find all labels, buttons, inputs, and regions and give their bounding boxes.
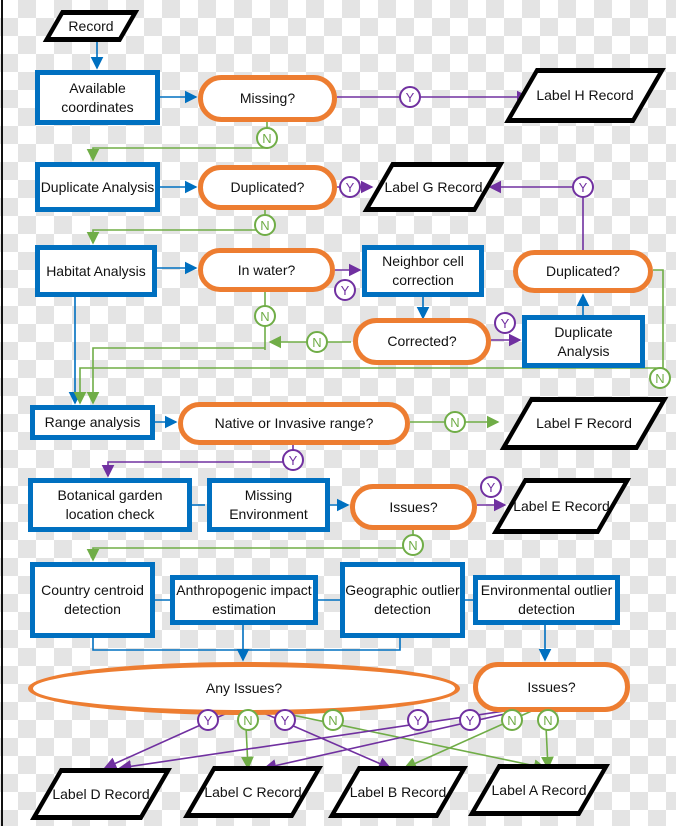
country-centroid-step[interactable]: Country centroid detection <box>30 562 155 638</box>
node-label: Issues? <box>527 678 576 695</box>
left-border <box>1 0 3 826</box>
yes-badge: Y <box>572 176 594 198</box>
native-invasive-decision[interactable]: Native or Invasive range? <box>178 402 410 445</box>
no-badge: N <box>306 331 328 353</box>
node-label: Habitat Analysis <box>46 262 146 279</box>
duplicated-decision[interactable]: Duplicated? <box>198 165 337 210</box>
node-label: Label B Record <box>349 783 447 800</box>
habitat-analysis-step[interactable]: Habitat Analysis <box>35 245 157 297</box>
yes-badge: Y <box>399 86 421 108</box>
yes-badge: Y <box>480 476 502 498</box>
node-label: Native or Invasive range? <box>214 415 374 431</box>
label-a-output[interactable]: Label A Record <box>483 764 595 816</box>
node-label: Environmental outlier detection <box>480 582 613 617</box>
no-badge: N <box>649 367 671 389</box>
label-h-output[interactable]: Label H Record <box>520 68 650 123</box>
botanical-garden-check-step[interactable]: Botanical garden location check <box>28 478 192 532</box>
yes-badge: Y <box>274 709 296 731</box>
anthropogenic-impact-step[interactable]: Anthropogenic impact estimation <box>170 575 318 625</box>
label-f-output[interactable]: Label F Record <box>515 397 653 450</box>
node-label: Duplicate Analysis <box>554 323 613 359</box>
node-label: Neighbor cell correction <box>382 253 464 288</box>
no-badge: N <box>537 709 559 731</box>
neighbor-cell-correction-step[interactable]: Neighbor cell correction <box>362 245 484 297</box>
node-label: In water? <box>237 261 296 278</box>
node-label: Any Issues? <box>205 680 283 696</box>
yes-badge: Y <box>282 449 304 471</box>
node-label: Missing Environment <box>229 487 308 522</box>
node-label: Label E Record <box>513 497 610 514</box>
label-c-output[interactable]: Label C Record <box>198 766 308 818</box>
duplicate-analysis-step-2[interactable]: Duplicate Analysis <box>522 315 645 368</box>
missing-environment-step[interactable]: Missing Environment <box>207 478 330 532</box>
node-label: Label F Record <box>536 415 632 431</box>
geographic-outlier-step[interactable]: Geographic outlier detection <box>340 562 465 638</box>
yes-badge: Y <box>197 709 219 731</box>
issues-decision[interactable]: Issues? <box>350 484 477 530</box>
node-label: Range analysis <box>44 414 141 430</box>
label-e-output[interactable]: Label E Record <box>508 478 615 534</box>
label-d-output[interactable]: Label D Record <box>45 768 157 820</box>
environmental-outlier-step[interactable]: Environmental outlier detection <box>473 575 620 625</box>
available-coordinates-step[interactable]: Available coordinates <box>35 70 160 125</box>
no-badge: N <box>254 305 276 327</box>
node-label: Available coordinates <box>61 79 134 115</box>
label-b-output[interactable]: Label B Record <box>343 766 453 818</box>
node-label: Duplicated? <box>546 263 620 279</box>
yes-badge: Y <box>494 312 516 334</box>
any-issues-decision[interactable]: Any Issues? <box>28 662 460 715</box>
node-label: Issues? <box>389 498 438 515</box>
yes-badge: Y <box>339 176 361 198</box>
no-badge: N <box>501 709 523 731</box>
node-label: Country centroid detection <box>41 582 144 617</box>
label-g-output[interactable]: Label G Record <box>377 162 490 212</box>
node-label: Label A Record <box>491 781 587 798</box>
yes-badge: Y <box>407 709 429 731</box>
corrected-decision[interactable]: Corrected? <box>353 318 491 365</box>
duplicate-analysis-step[interactable]: Duplicate Analysis <box>35 162 160 212</box>
node-label: Missing? <box>239 90 296 106</box>
missing-decision[interactable]: Missing? <box>198 75 337 122</box>
no-badge: N <box>402 534 424 556</box>
record-input[interactable]: Record <box>52 10 130 42</box>
node-label: Label G Record <box>384 178 483 195</box>
no-badge: N <box>322 709 344 731</box>
node-label: Corrected? <box>387 333 457 349</box>
no-badge: N <box>254 214 276 236</box>
node-label: Geographic outlier detection <box>345 582 460 617</box>
no-badge: N <box>444 411 466 433</box>
range-analysis-step[interactable]: Range analysis <box>30 405 155 440</box>
node-label: Label D Record <box>52 785 150 802</box>
in-water-decision[interactable]: In water? <box>198 248 335 292</box>
node-label: Record <box>68 17 114 34</box>
no-badge: N <box>237 709 259 731</box>
issues-decision-2[interactable]: Issues? <box>473 662 630 712</box>
node-label: Duplicated? <box>230 179 305 195</box>
node-label: Anthropogenic impact estimation <box>176 582 312 617</box>
yes-badge: Y <box>334 279 356 301</box>
duplicated-decision-2[interactable]: Duplicated? <box>513 250 653 293</box>
node-label: Label H Record <box>536 87 634 103</box>
no-badge: N <box>256 127 278 149</box>
node-label: Label C Record <box>204 783 302 800</box>
node-label: Duplicate Analysis <box>40 178 155 195</box>
node-label: Botanical garden location check <box>57 487 163 522</box>
yes-badge: Y <box>459 709 481 731</box>
